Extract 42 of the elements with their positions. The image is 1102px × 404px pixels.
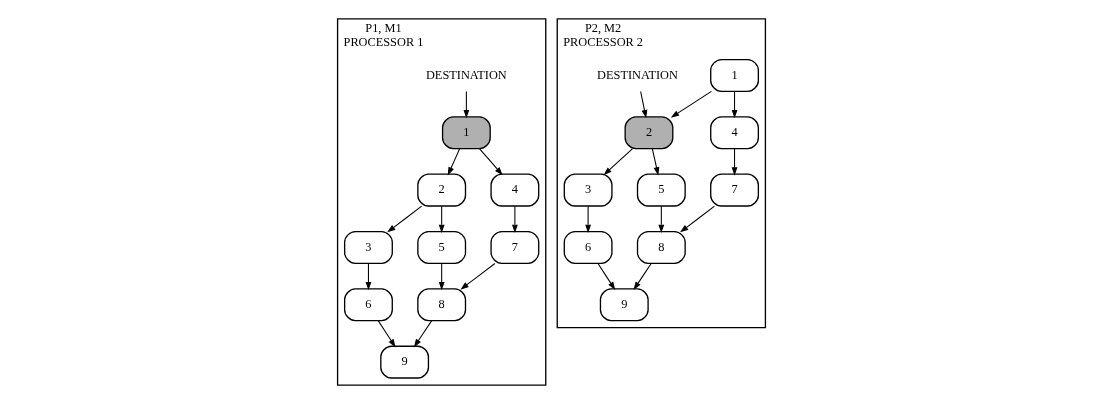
arrow	[639, 90, 647, 119]
node-box: 6	[563, 230, 613, 264]
arrow	[651, 148, 659, 176]
arrow	[596, 262, 615, 291]
arrow	[447, 148, 460, 176]
node-box: 3	[563, 173, 613, 207]
arrow	[413, 320, 432, 348]
arrow	[386, 205, 422, 233]
arrow	[459, 262, 495, 290]
arrow	[603, 148, 633, 176]
node-box: 1	[441, 116, 491, 150]
node-box: 7	[489, 230, 539, 264]
node-box: 2	[416, 173, 466, 207]
node-box: 3	[343, 230, 393, 264]
arrow	[584, 205, 591, 233]
node-box: 4	[489, 173, 539, 207]
arrow	[438, 262, 445, 291]
node-box: 8	[416, 288, 466, 322]
node-text: DESTINATION	[425, 67, 507, 82]
node-box: 6	[343, 288, 393, 322]
node-box: 9	[379, 345, 429, 379]
node-box: 1	[709, 58, 759, 92]
arrow	[633, 262, 652, 291]
arrow	[731, 90, 737, 119]
node-box: 2	[624, 116, 673, 150]
node-box: 8	[636, 230, 686, 264]
node-box: 5	[416, 230, 466, 264]
node-box: 9	[599, 288, 649, 322]
node-box: 5	[636, 173, 686, 207]
arrow	[731, 148, 737, 176]
arrow	[478, 148, 503, 176]
arrow	[511, 205, 518, 233]
arrow	[365, 262, 371, 291]
arrow	[462, 90, 469, 119]
arrow	[679, 205, 715, 233]
node-text: DESTINATION	[596, 67, 678, 82]
node-box: 4	[709, 116, 759, 150]
arrow	[670, 90, 712, 118]
arrow	[377, 320, 396, 348]
node-box: 7	[709, 173, 759, 207]
arrow	[438, 205, 445, 233]
arrow	[657, 205, 664, 233]
